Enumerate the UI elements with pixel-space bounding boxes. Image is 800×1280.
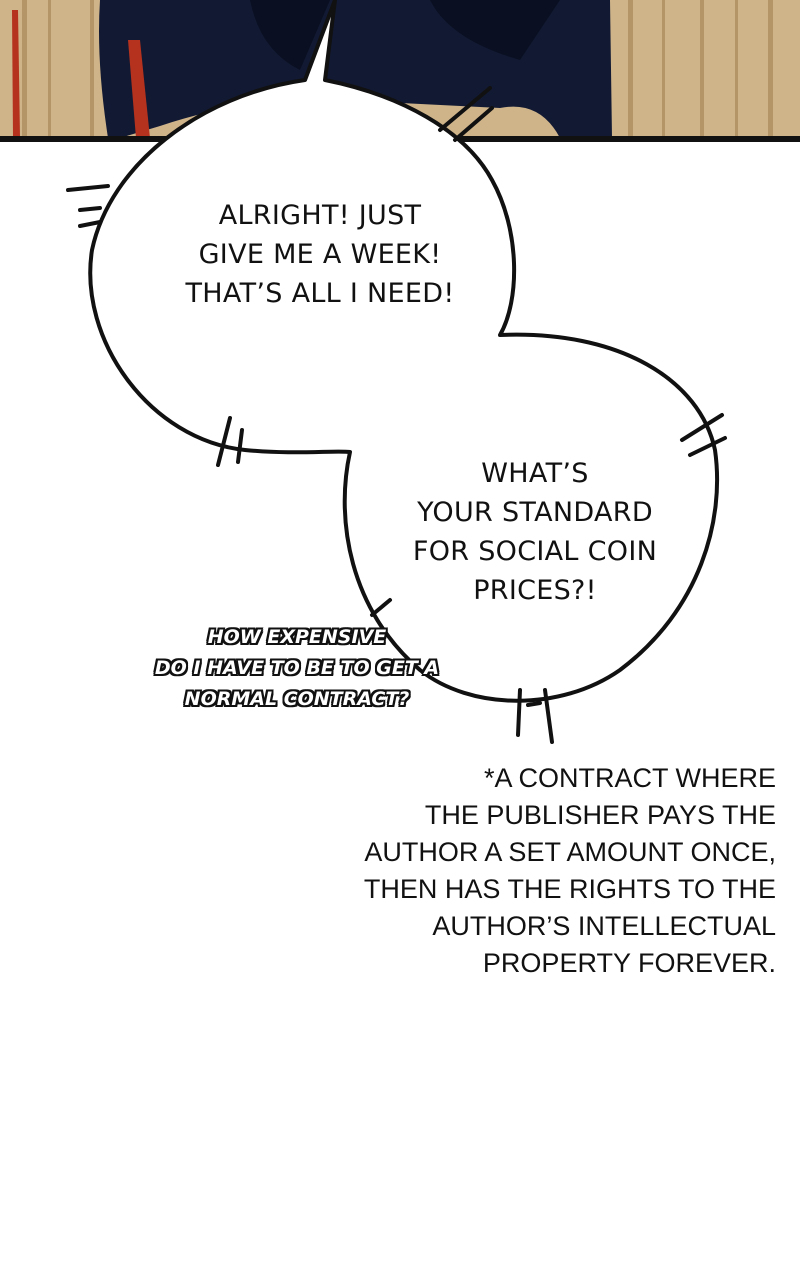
speech-bubble-outline	[88, 0, 720, 703]
whisper-line: HOW EXPENSIVE	[207, 626, 387, 648]
speech-line: ALRIGHT! JUST	[218, 200, 422, 231]
speech-line: FOR SOCIAL COIN	[412, 536, 658, 567]
speech-bubble-1-text: ALRIGHT! JUST GIVE ME A WEEK! THAT’S ALL…	[120, 196, 520, 313]
speech-line: WHAT’S	[481, 458, 589, 489]
coat-fold	[430, 0, 560, 60]
speech-bubble-2-text: WHAT’S YOUR STANDARD FOR SOCIAL COIN PRI…	[375, 454, 695, 610]
red-strap	[128, 40, 150, 138]
footnote-line: PROPERTY FOREVER.	[482, 948, 776, 978]
footnote-line: *A CONTRACT WHERE	[483, 763, 776, 793]
translator-footnote: *A CONTRACT WHERE THE PUBLISHER PAYS THE…	[316, 760, 776, 982]
speech-line: THAT’S ALL I NEED!	[185, 278, 455, 309]
footnote-line: THEN HAS THE RIGHTS TO THE	[363, 874, 776, 904]
footnote-line: AUTHOR’S INTELLECTUAL	[432, 911, 776, 941]
coat-fold	[250, 0, 330, 70]
speech-line: YOUR STANDARD	[417, 497, 653, 528]
red-strap	[12, 10, 20, 138]
speech-line: PRICES?!	[473, 575, 597, 606]
footnote-line: AUTHOR A SET AMOUNT ONCE,	[364, 837, 776, 867]
whisper-caption: HOW EXPENSIVE DO I HAVE TO BE TO GET A N…	[92, 622, 502, 715]
speech-line: GIVE ME A WEEK!	[198, 239, 442, 270]
bubble-tick-marks	[66, 86, 727, 744]
footnote-line: THE PUBLISHER PAYS THE	[424, 800, 776, 830]
whisper-line: NORMAL CONTRACT?	[184, 688, 410, 710]
whisper-line: DO I HAVE TO BE TO GET A	[154, 657, 440, 679]
